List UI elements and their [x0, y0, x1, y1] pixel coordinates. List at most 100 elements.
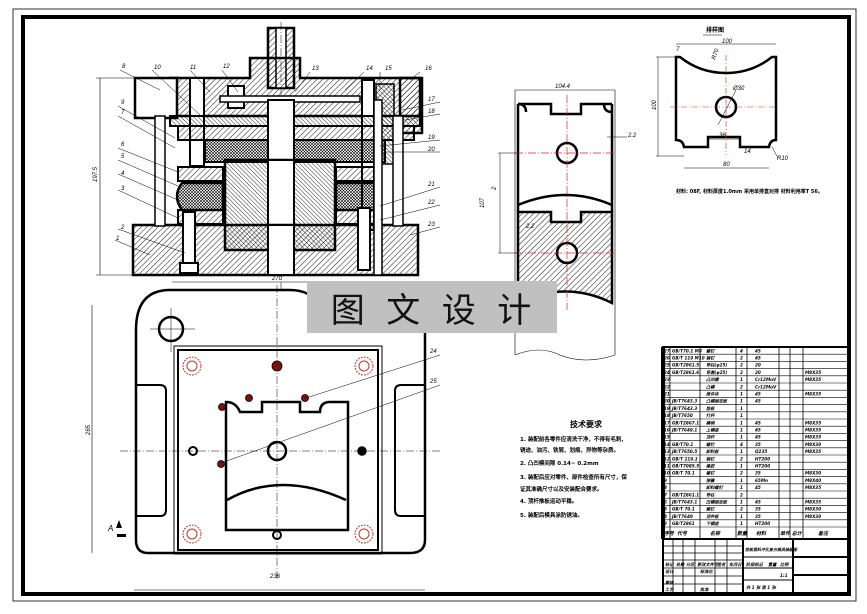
- bom-cell: 凹模固定板: [706, 500, 728, 505]
- main-section-view: 197.5 270: [93, 22, 424, 300]
- bom-header-cell: 数量: [737, 530, 748, 537]
- bom-cell: GB/T 70.1: [672, 507, 695, 512]
- bom-cell: 2: [740, 471, 743, 476]
- part-label: 25: [429, 379, 437, 385]
- bom-cell: 27: [664, 348, 670, 353]
- bom-cell: 垫板: [706, 406, 715, 411]
- dim-punch-r-bot: R10: [777, 156, 789, 162]
- bom-cell: 20: [755, 370, 761, 375]
- part-title: 排样图: [706, 26, 724, 34]
- part-label: 14: [366, 66, 373, 72]
- bom-cell: 45: [755, 356, 761, 361]
- bom-cell: 顶件板: [706, 514, 719, 519]
- part-label: 1: [116, 236, 119, 242]
- part-label: 24: [429, 349, 437, 355]
- bom-cell: 1: [740, 399, 743, 404]
- drawing-title: 垫板落料冲孔复合模具装配图: [745, 547, 798, 552]
- part-label: 23: [427, 222, 435, 228]
- tech-line: 1. 装配前各零件应清洗干净，不得有毛刺、: [520, 435, 627, 443]
- bom-cell: JB/T7643.1: [671, 500, 697, 505]
- bom-cell: 橡胶: [706, 464, 715, 469]
- bom-cell: M8X30: [805, 514, 821, 519]
- part-label: 19: [428, 135, 435, 141]
- title-block: 垫板落料冲孔复合模具装配图 阶段标记 重量 比例 1:1 共 1 张 第 1 张…: [662, 538, 850, 595]
- tech-line: 3. 装配后应对零件、部件检查所有尺寸，保: [520, 473, 627, 481]
- bom-cell: JB/T7643.3: [671, 399, 697, 404]
- technical-requirements: 技术要求 1. 装配前各零件应清洗干净，不得有毛刺、 锈迹、油污、铁屑、划痕、异…: [520, 419, 627, 519]
- bom-cell: 11: [664, 464, 670, 469]
- bom-cell: 凸凹模: [706, 377, 719, 382]
- bom-cell: 1: [740, 435, 743, 440]
- bom-cell: 3: [664, 521, 667, 526]
- bom-cell: 下模座: [706, 521, 719, 526]
- bom-cell: GB/T70.1: [672, 442, 693, 447]
- bom-header-cell: 代号: [677, 530, 688, 537]
- dim-width-main: 270: [271, 276, 283, 282]
- bom-cell: Q235: [755, 449, 767, 454]
- dim-width-plan: 236: [269, 574, 281, 580]
- weight-label: 重量: [768, 562, 777, 567]
- bom-cell: M8X30: [805, 471, 821, 476]
- bom-cell: 24: [664, 370, 670, 375]
- bom-cell: 18: [664, 413, 670, 418]
- bom-cell: M8X35: [805, 485, 821, 490]
- part-label: 8: [122, 64, 126, 70]
- part-label: 10: [154, 65, 161, 71]
- bom-cell: 4: [664, 514, 667, 519]
- bom-cell: JB/T7643.3: [671, 406, 697, 411]
- bom-cell: 35: [755, 442, 761, 447]
- bom-cell: 21: [664, 392, 670, 397]
- section-leaders-top: 10 11 12 13 14 15 16: [151, 64, 432, 116]
- part-label: 16: [425, 66, 432, 72]
- bom-cell: 导柱(φ25): [706, 363, 727, 368]
- bom-cell: GB/T2861: [672, 521, 695, 526]
- part-note: 材料: 08F, 材料厚度1.0mm 采用单排直对排 材料利用率T 56。: [676, 188, 823, 195]
- bom-cell: 上模座: [706, 428, 719, 433]
- watermark-char: 设: [441, 290, 478, 331]
- bom-cell: 45: [755, 399, 761, 404]
- dim-height-main: 197.5: [93, 166, 99, 182]
- bom-cell: 推件块: [706, 392, 719, 397]
- bom-cell: JB/T7650: [671, 413, 693, 418]
- watermark-banner: 图 文 设 计: [307, 281, 557, 333]
- watermark-char: 文: [386, 290, 423, 331]
- tb-design: 设计: [665, 569, 674, 574]
- bom-cell: 20: [664, 399, 670, 404]
- bom-header-cell: 备注: [818, 530, 829, 537]
- part-label: 3: [121, 186, 125, 192]
- bom-cell: 2: [740, 456, 743, 461]
- bom-cell: M8X40: [805, 478, 821, 483]
- section-leaders-right: 17 18 19 20 21 22 23: [379, 97, 441, 236]
- tb-process: 工艺: [665, 587, 674, 592]
- bom-cell: 35: [755, 471, 761, 476]
- dim-gap-right: 2.2: [627, 133, 637, 139]
- bom-cell: 2: [740, 356, 743, 361]
- bom-cell: 14: [664, 442, 670, 447]
- bom-cell: GB/T2861.1: [672, 492, 699, 497]
- tb-approve: 批准: [700, 587, 709, 592]
- bom-cell: GB/T 119 M10: [672, 356, 705, 361]
- bom-header-cell: 单件 总计: [780, 530, 803, 537]
- bom-cell: 螺钉: [706, 348, 715, 353]
- dim-width-mid: 104.4: [555, 84, 571, 90]
- bom-cell: 螺钉: [706, 442, 715, 447]
- sheet-count: 共 1 张 第 1 张: [746, 585, 777, 590]
- bom-cell: 1: [740, 449, 743, 454]
- bom-cell: 螺钉: [706, 471, 715, 476]
- dim-punch-notch: 36: [719, 133, 726, 139]
- tech-line: 证其准确尺寸以及安装配合要求。: [520, 485, 603, 493]
- bom-cell: 26: [664, 356, 670, 361]
- tb-label: 分区: [686, 562, 695, 567]
